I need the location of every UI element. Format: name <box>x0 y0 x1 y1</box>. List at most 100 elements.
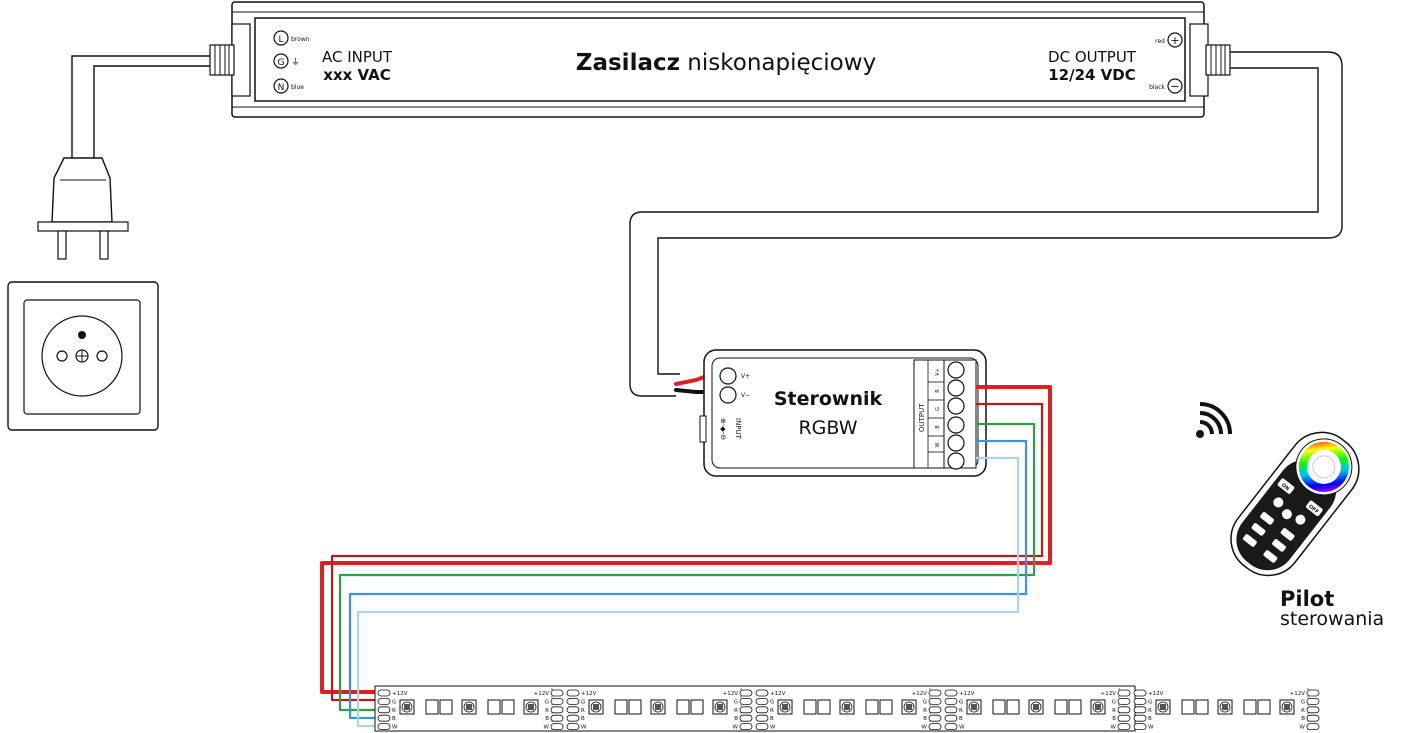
resistor <box>879 699 893 715</box>
resistor <box>501 699 515 715</box>
remote-off-button: OFF <box>1307 504 1319 516</box>
svg-text:red: red <box>1155 38 1165 45</box>
ac-terminal-g: G ⏚ <box>273 53 300 69</box>
svg-text:+12V: +12V <box>392 691 408 697</box>
remote-control: ON OFF Pilot sterowania <box>1230 431 1384 630</box>
led-chip <box>1028 699 1044 715</box>
power-supply: L brown G ⏚ N blue AC INPUT xxx VAC Zasi… <box>209 1 1231 118</box>
svg-text:⏚: ⏚ <box>291 57 300 68</box>
ac-terminal-l: L brown <box>273 30 310 46</box>
power-supply-title: Zasilacz niskonapięciowy <box>576 50 876 76</box>
svg-text:+12V: +12V <box>770 691 786 697</box>
svg-text:+12V: +12V <box>534 691 550 697</box>
svg-text:R: R <box>923 708 927 714</box>
resistor <box>439 699 453 715</box>
led-chip <box>588 699 604 715</box>
ac-cable-gland <box>209 44 235 76</box>
ac-input-value: xxx VAC <box>323 66 390 84</box>
out-label-vplus: V+ <box>935 368 941 376</box>
led-chip <box>839 699 855 715</box>
svg-text:W: W <box>770 725 776 731</box>
svg-text:W: W <box>1148 725 1154 731</box>
svg-text:N: N <box>278 83 285 93</box>
resistor <box>487 699 501 715</box>
resistor <box>1068 699 1082 715</box>
resistor <box>425 699 439 715</box>
resistor <box>690 699 704 715</box>
svg-text:G: G <box>734 699 738 705</box>
out-label-w: W <box>935 442 941 447</box>
svg-text:B: B <box>545 716 549 722</box>
controller-subtitle: RGBW <box>798 417 857 439</box>
svg-text:G: G <box>1112 699 1116 705</box>
svg-text:W: W <box>959 725 965 731</box>
svg-text:B: B <box>923 716 927 722</box>
svg-text:G: G <box>1301 699 1305 705</box>
svg-text:R: R <box>392 708 396 714</box>
svg-text:G: G <box>770 699 774 705</box>
resistor <box>628 699 642 715</box>
resistor <box>817 699 831 715</box>
led-chip <box>777 699 793 715</box>
svg-text:+12V: +12V <box>912 691 928 697</box>
remote-on-button: ON <box>1280 482 1290 492</box>
svg-text:+12V: +12V <box>1290 691 1306 697</box>
led-chip <box>650 699 666 715</box>
dc-terminal-minus: black − <box>1149 78 1183 94</box>
remote-title: Pilot <box>1280 587 1334 611</box>
svg-text:−: − <box>1170 80 1179 93</box>
controller-input-vminus: V− <box>741 392 750 399</box>
svg-text:R: R <box>1112 708 1116 714</box>
controller-output-label: OUTPUT <box>918 403 926 432</box>
svg-text:+12V: +12V <box>959 691 975 697</box>
resistor <box>1181 699 1195 715</box>
out-label-r: R <box>935 389 941 393</box>
svg-text:+12V: +12V <box>581 691 597 697</box>
svg-text:R: R <box>770 708 774 714</box>
svg-text:R: R <box>959 708 963 714</box>
svg-text:R: R <box>581 708 585 714</box>
svg-text:W: W <box>1300 725 1306 731</box>
resistor <box>1257 699 1271 715</box>
svg-text:B: B <box>1112 716 1116 722</box>
svg-text:R: R <box>734 708 738 714</box>
svg-text:L: L <box>278 35 283 45</box>
svg-text:blue: blue <box>291 84 304 91</box>
ac-cable <box>71 55 210 160</box>
led-chip <box>399 699 415 715</box>
wall-socket <box>7 281 159 431</box>
resistor <box>676 699 690 715</box>
led-chip <box>712 699 728 715</box>
svg-text:G: G <box>959 699 963 705</box>
led-strip: +12VGRBW+12VGRBW+12VGRBW+12VGRBW+12VGRBW… <box>374 685 1320 732</box>
dc-output-value: 12/24 VDC <box>1048 66 1136 84</box>
svg-text:B: B <box>734 716 738 722</box>
resistor <box>1195 699 1209 715</box>
svg-text:+: + <box>1170 34 1179 47</box>
output-screws <box>943 359 977 470</box>
led-chip <box>1090 699 1106 715</box>
resistor <box>1054 699 1068 715</box>
svg-text:B: B <box>1301 716 1305 722</box>
svg-text:G: G <box>392 699 396 705</box>
out-label-b: B <box>935 425 941 429</box>
wireless-signal-icon <box>1196 402 1232 438</box>
led-chip <box>1217 699 1233 715</box>
led-chip <box>523 699 539 715</box>
dc-cable <box>629 51 1343 397</box>
remote-subtitle: sterowania <box>1280 608 1384 630</box>
svg-text:B: B <box>392 716 396 722</box>
svg-text:G: G <box>278 58 285 68</box>
led-chip <box>966 699 982 715</box>
svg-text:G: G <box>545 699 549 705</box>
resistor <box>992 699 1006 715</box>
